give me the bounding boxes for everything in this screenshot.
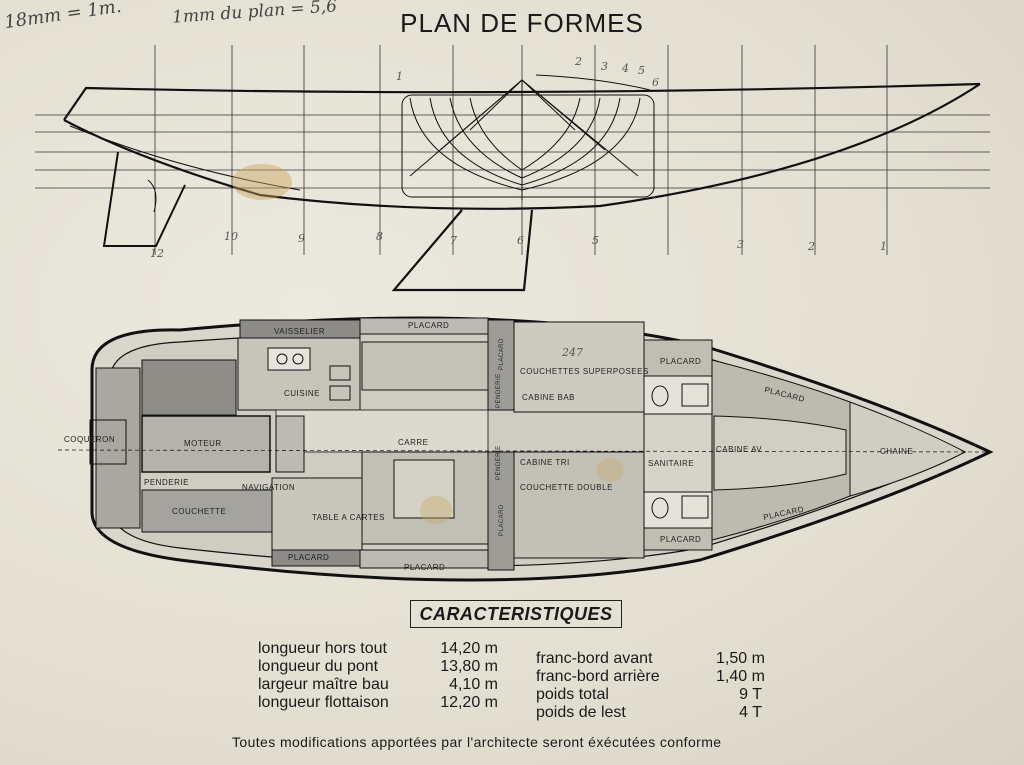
spec-label: largeur maître bau [258, 676, 389, 693]
svg-text:SANITAIRE: SANITAIRE [648, 459, 694, 468]
svg-text:PLACARD: PLACARD [499, 504, 505, 536]
svg-text:8: 8 [376, 230, 383, 243]
svg-text:2: 2 [807, 240, 815, 253]
spec-value: 13,80 m [440, 658, 498, 675]
spec-row: longueur hors tout 14,20 m [258, 640, 498, 658]
svg-text:247: 247 [561, 346, 583, 359]
spec-label: franc-bord avant [536, 650, 653, 667]
svg-text:CHAINE: CHAINE [880, 447, 913, 456]
svg-text:CABINE TRI: CABINE TRI [520, 458, 570, 467]
svg-text:CUISINE: CUISINE [284, 389, 320, 398]
spec-value: 14,20 m [440, 640, 498, 657]
deck-plan [57, 316, 994, 582]
svg-text:COUCHETTE: COUCHETTE [172, 507, 226, 516]
svg-text:NAVIGATION: NAVIGATION [242, 483, 295, 492]
svg-text:COUCHETTES SUPERPOSEES: COUCHETTES SUPERPOSEES [520, 367, 649, 376]
spec-label: poids total [536, 686, 609, 703]
svg-text:CARRE: CARRE [398, 438, 429, 447]
spec-value: 4 T [739, 704, 762, 721]
spec-label: longueur flottaison [258, 694, 389, 711]
spec-label: longueur hors tout [258, 640, 387, 657]
svg-text:5: 5 [638, 64, 645, 77]
spec-row: poids de lest 4 T [536, 704, 762, 722]
spec-row: franc-bord arrière 1,40 m [536, 668, 765, 686]
svg-text:1: 1 [880, 240, 887, 253]
svg-text:5: 5 [592, 234, 599, 247]
spec-label: franc-bord arrière [536, 668, 660, 685]
hull-profile [35, 45, 990, 292]
spec-value: 1,40 m [716, 668, 765, 685]
svg-text:PLACARD: PLACARD [408, 321, 449, 330]
svg-text:7: 7 [450, 234, 457, 247]
svg-text:CABINE BAB: CABINE BAB [522, 393, 575, 402]
caracteristiques-title: CARACTERISTIQUES [410, 600, 622, 628]
spec-row: longueur du pont 13,80 m [258, 658, 498, 676]
svg-text:VAISSELIER: VAISSELIER [274, 327, 325, 336]
svg-text:4: 4 [621, 62, 629, 75]
svg-text:PENDERIE: PENDERIE [144, 478, 189, 487]
svg-text:PLACARD: PLACARD [660, 357, 701, 366]
profile-station-numbers-bottom: 12 10 9 8 7 6 5 3 2 1 [150, 230, 887, 260]
profile-station-numbers-top: 2 3 4 5 6 1 [396, 55, 659, 89]
svg-text:MOTEUR: MOTEUR [184, 439, 222, 448]
svg-text:PLACARD: PLACARD [660, 535, 701, 544]
spec-row: poids total 9 T [536, 686, 762, 704]
spec-row: franc-bord avant 1,50 m [536, 650, 765, 668]
footer-note: Toutes modifications apportées par l'arc… [232, 734, 722, 750]
svg-text:6: 6 [652, 76, 659, 89]
page-title: PLAN DE FORMES [400, 8, 644, 38]
svg-text:PENDERIE: PENDERIE [496, 373, 502, 408]
spec-value: 9 T [739, 686, 762, 703]
svg-text:2: 2 [574, 55, 582, 68]
svg-text:CABINE AV: CABINE AV [716, 445, 762, 454]
spec-row: largeur maître bau 4,10 m [258, 676, 498, 694]
svg-text:3: 3 [601, 60, 608, 73]
svg-text:COUCHETTE DOUBLE: COUCHETTE DOUBLE [520, 483, 613, 492]
svg-text:PLACARD: PLACARD [499, 338, 505, 370]
svg-text:9: 9 [298, 232, 305, 245]
spec-row: longueur flottaison 12,20 m [258, 694, 498, 712]
spec-label: poids de lest [536, 704, 626, 721]
spec-value: 1,50 m [716, 650, 765, 667]
svg-text:PENDERIE: PENDERIE [496, 445, 502, 480]
svg-text:COQUERON: COQUERON [64, 435, 115, 444]
svg-text:PLACARD: PLACARD [404, 563, 445, 572]
svg-text:PLACARD: PLACARD [288, 553, 329, 562]
spec-value: 4,10 m [449, 676, 498, 693]
specs-right-list: franc-bord avant 1,50 m franc-bord arrièr… [536, 650, 765, 722]
spec-label: longueur du pont [258, 658, 379, 675]
svg-text:3: 3 [737, 238, 744, 251]
spec-value: 12,20 m [440, 694, 498, 711]
svg-text:TABLE A CARTES: TABLE A CARTES [312, 513, 385, 522]
svg-text:10: 10 [224, 230, 238, 243]
svg-text:12: 12 [150, 247, 164, 260]
profile-grid [35, 45, 990, 255]
svg-text:6: 6 [517, 234, 524, 247]
specs-left-list: longueur hors tout 14,20 m longueur du po… [258, 640, 498, 712]
svg-text:1: 1 [396, 70, 403, 83]
